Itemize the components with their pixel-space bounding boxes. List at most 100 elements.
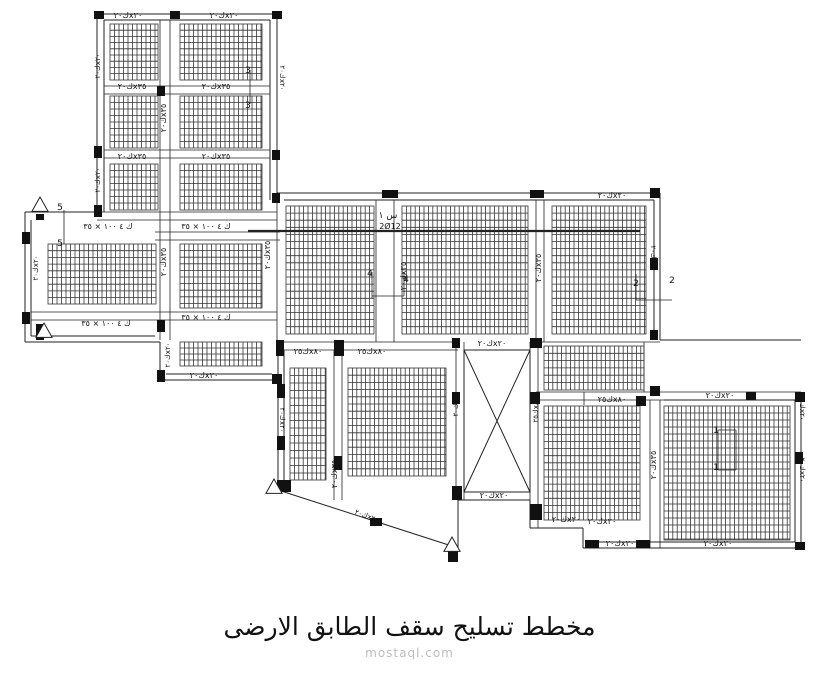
column [272, 150, 280, 160]
beam-label-20x35: ك٢٠x٣٥ [263, 241, 272, 270]
beam-label-20x35: ك٢٠x٣٥ [330, 460, 339, 489]
column [94, 11, 104, 19]
beam-label-35x100: ك ٤ ١٠٠ × ٣٥ [81, 319, 130, 328]
level-triangle [31, 195, 49, 212]
beam-label-20x30: ك٢٠x٢٠ [552, 515, 581, 524]
section-number: 4 [367, 269, 373, 279]
column [650, 188, 660, 198]
beam-label-20x30: ك٢٠x٢٠ [452, 392, 460, 417]
section-number: 3 [245, 101, 251, 111]
column [94, 146, 102, 158]
beam-label-20x35: ك٢٠x٣٥ [159, 248, 168, 277]
beam-label-20x30: ك٢٠x٢٠ [588, 517, 617, 526]
column [452, 392, 460, 404]
column [157, 370, 165, 382]
column [650, 386, 660, 396]
slab-p-frame [347, 367, 447, 477]
slab-f-frame [179, 163, 263, 211]
bar-note: 2Ø12 [379, 221, 401, 231]
section-number: 1 [713, 426, 719, 436]
beam-label-25x80: ك٢٥x٨٠ [294, 347, 323, 356]
level-triangle [35, 321, 53, 338]
section-number: 2 [669, 276, 675, 286]
slab-h-frame [179, 243, 263, 309]
beam-label-20x35: ك٢٠x٣٥ [534, 254, 543, 283]
watermark: mostaql.com [365, 646, 454, 660]
level-triangle [265, 477, 283, 494]
column [452, 338, 460, 348]
column [530, 338, 542, 348]
beam-label-20x35: ك٢٠x٣٥ [159, 104, 168, 133]
beam-label-35x100: ك ٤ ١٠٠ × ٣٥ [181, 222, 230, 231]
beam-label-20x30: ك٢٠x٢٠ [798, 396, 806, 421]
column [22, 312, 30, 324]
drawing-title: مخطط تسليح سقف الطابق الارضى [223, 612, 596, 641]
column [452, 486, 462, 500]
column [585, 540, 599, 548]
column [272, 11, 282, 19]
column [170, 11, 180, 19]
outer-wall-line [277, 489, 459, 549]
beam-label-20x35: ك٢٠x٣٥ [202, 152, 231, 161]
section-number: 3 [245, 66, 251, 76]
column [277, 436, 285, 450]
column [530, 190, 544, 198]
section-number: 2 [633, 279, 639, 289]
stair-void [463, 349, 531, 493]
section-number: 4 [403, 275, 409, 285]
beam-label-20x30: ك٢٠x٢٠ [354, 508, 380, 524]
beam-label-20x30: ك٢٠x٢٠ [94, 168, 102, 193]
column [746, 392, 756, 400]
column [36, 214, 44, 220]
column [157, 320, 165, 332]
beam-label-25x80: ك٢٥x٨٠ [358, 347, 387, 356]
slab-outlines [24, 13, 802, 549]
beam-label-20x30: ك٢٠x٢٠ [480, 491, 509, 500]
column [272, 193, 280, 203]
beam-label-20x35: ك٢٠x٣٥ [118, 82, 147, 91]
column [795, 542, 805, 550]
column [795, 392, 805, 402]
column [277, 384, 285, 398]
column [334, 340, 344, 356]
beam-label-35x100: ك ٤ ١٠٠ × ٣٥ [83, 222, 132, 231]
column [650, 330, 658, 340]
column [448, 548, 458, 562]
beam-label-20x35: ك٢٠x٣٥ [202, 82, 231, 91]
beam-label-20x30: ك٢٠x٢٠ [278, 408, 286, 433]
column [636, 540, 650, 548]
stair-cross [463, 349, 531, 493]
roof-reinforcement-plan: ك٢٠x٢٠ ك٢٠x٢٠ ك٢٠x٢٠ ك٢٠x٢٠ ك٢٠x٢٠ ك٢٠x٢٠ ك٢٠x… [22, 11, 806, 562]
beam-label-35x100: ك ٤ ١٠٠ × ٣٥ [181, 313, 230, 322]
beam-labels: ك٢٠x٢٠ ك٢٠x٢٠ ك٢٠x٢٠ ك٢٠x٢٠ ك٢٠x٢٠ ك٢٠x٢٠ ك٢٠x… [32, 11, 806, 548]
column [382, 190, 398, 198]
beam-label-20x30: ك٢٠x٢٠ [478, 339, 507, 348]
slab-a-frame [109, 23, 159, 81]
section-markers [31, 70, 737, 552]
beam-label-20x30: ك٢٠x٢٠ [606, 539, 635, 548]
beam-label-20x30: ك٢٠x٢٠ [190, 371, 219, 380]
beam-label-20x30: ك٢٠x٢٠ [706, 391, 735, 400]
section-number: 5 [57, 203, 63, 213]
slab-b-frame [179, 23, 263, 81]
column [530, 504, 542, 520]
column [636, 396, 646, 406]
beam-label-20x30: ك٢٠x٢٠ [32, 256, 40, 281]
slab-e-frame [109, 163, 159, 211]
beam-label-20x35: ك٢٠x٣٥ [649, 451, 658, 480]
column [277, 480, 291, 492]
columns [22, 11, 805, 562]
column [22, 232, 30, 244]
beam-label-25x80: ك٢٥x٨٠ [598, 395, 627, 404]
beam-label-20x30: ك٢٠x٢٠ [164, 343, 172, 368]
column [650, 258, 658, 270]
level-triangle [443, 535, 461, 552]
beam-label-20x35: ك٢٠x٣٥ [399, 262, 408, 291]
column [272, 374, 282, 384]
beam-label-20x30: ك٢٠x٢٠ [704, 539, 733, 548]
column [370, 518, 382, 526]
beam-label-20x35: ك٢٠x٣٥ [118, 152, 147, 161]
section-number: 5 [57, 239, 63, 249]
column [530, 392, 540, 404]
section-number: 1 [713, 463, 719, 473]
